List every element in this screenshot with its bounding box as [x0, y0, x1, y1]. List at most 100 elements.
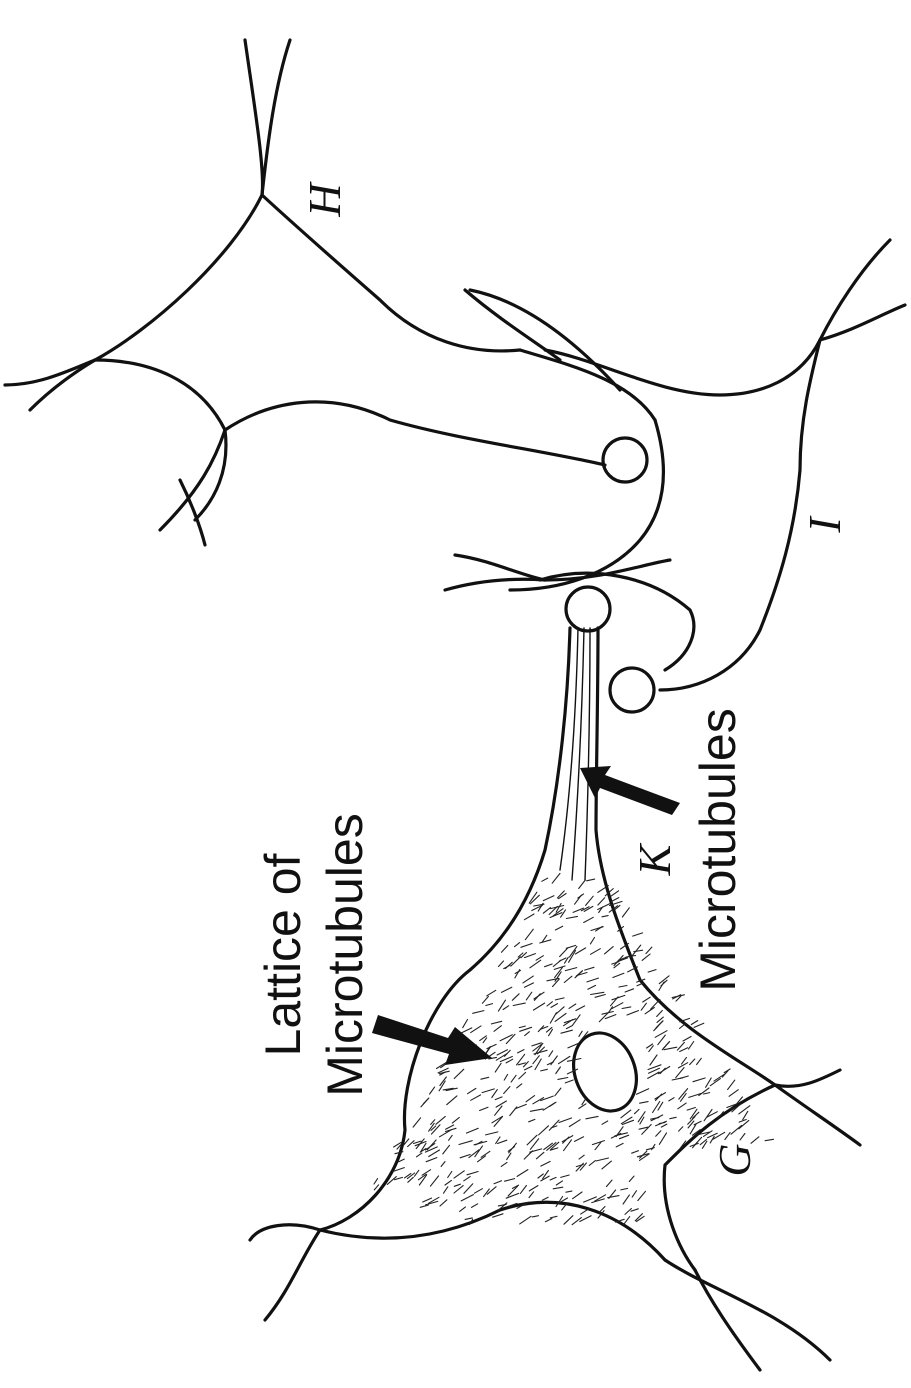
lattice-dash: [454, 1184, 460, 1186]
lattice-dash: [690, 1059, 695, 1065]
lattice-dash: [526, 1096, 535, 1102]
lattice-dash: [751, 1137, 759, 1144]
lattice-dash: [664, 1047, 677, 1050]
lattice-dash: [504, 1087, 510, 1094]
lattice-dash: [550, 1177, 556, 1180]
lattice-dash: [646, 947, 652, 954]
lattice-dash: [423, 1099, 428, 1104]
lattice-dash: [579, 1031, 582, 1036]
label-k: K: [629, 842, 680, 876]
lattice-dash: [728, 1080, 735, 1090]
lattice-dash: [417, 1153, 422, 1157]
lattice-dash: [464, 1184, 473, 1194]
lattice-dash: [540, 940, 551, 943]
lattice-dash: [466, 1128, 478, 1133]
lattice-dash: [556, 1067, 561, 1074]
lattice-dash: [739, 1106, 750, 1114]
label-lattice-line1: Lattice of: [255, 853, 311, 1056]
lattice-dash: [520, 1186, 526, 1194]
lattice-dash: [430, 1087, 435, 1094]
lattice-dash: [555, 998, 564, 1000]
lattice-dash: [508, 1147, 514, 1152]
lattice-dash: [486, 1004, 493, 1006]
lattice-dash: [648, 970, 656, 973]
lattice-dash: [533, 1003, 544, 1010]
lattice-dash: [555, 926, 562, 930]
lattice-dash: [682, 1057, 687, 1064]
lattice-dash: [543, 896, 554, 901]
lattice-dash: [471, 1026, 481, 1033]
lattice-dash: [556, 1181, 562, 1185]
lattice-dash: [625, 989, 634, 992]
lattice-dash: [669, 1098, 674, 1101]
lattice-dash: [683, 1037, 691, 1042]
lattice-dash: [426, 1158, 437, 1162]
lattice-dash: [606, 1180, 612, 1187]
lattice-dash: [564, 976, 572, 982]
lattice-dash: [563, 1137, 569, 1143]
lattice-dash: [551, 1004, 558, 1008]
lattice-dash: [545, 964, 553, 967]
lattice-dash: [566, 1191, 572, 1192]
lattice-dash: [595, 995, 605, 998]
label-microtubules: Microtubules: [690, 708, 746, 991]
lattice-dash: [629, 1176, 634, 1181]
lattice-dash: [507, 1153, 511, 1160]
lattice-dash: [532, 1216, 538, 1217]
lattice-dash: [533, 1098, 544, 1104]
lattice-dash: [657, 1011, 663, 1017]
lattice-dash: [565, 968, 576, 971]
lattice-dash: [565, 1080, 573, 1083]
lattice-dash: [472, 1204, 478, 1208]
lattice-dash: [664, 1042, 670, 1048]
lattice-dash: [561, 910, 566, 917]
lattice-dash: [612, 1003, 623, 1009]
lattice-dash: [446, 1125, 454, 1129]
lattice-dash: [440, 1130, 452, 1137]
lattice-dash: [492, 1116, 503, 1123]
lattice-dash: [621, 1188, 628, 1190]
lattice-dash: [448, 1172, 452, 1178]
lattice-dash: [541, 1161, 550, 1166]
lattice-dash: [632, 1151, 639, 1154]
lattice-dash: [523, 1062, 528, 1067]
lattice-dash: [659, 1133, 666, 1144]
lattice-dash: [693, 1078, 705, 1082]
lattice-dash: [569, 1004, 576, 1008]
lattice-dash: [504, 1074, 507, 1080]
lattice-dash: [559, 1118, 572, 1123]
lattice-dash: [569, 1120, 580, 1127]
lattice-dash: [536, 956, 543, 961]
lattice-dash: [605, 947, 614, 954]
lattice-dash: [676, 1068, 684, 1078]
lattice-dash: [415, 1170, 419, 1176]
lattice-dash: [521, 944, 532, 948]
lattice-dash: [550, 1216, 557, 1218]
lattice-dash: [693, 1112, 699, 1118]
lattice-dash: [598, 898, 605, 905]
lattice-dash: [743, 1111, 748, 1119]
lattice-dash: [482, 996, 488, 1003]
lattice-dash: [519, 1072, 526, 1079]
lattice-dash: [556, 1007, 564, 1014]
lattice-dash: [694, 1023, 704, 1027]
lattice-dash: [474, 1189, 482, 1194]
lattice-dash: [549, 1120, 559, 1130]
lattice-dash: [650, 1055, 657, 1065]
lattice-dash: [713, 1132, 724, 1139]
lattice-dash: [482, 1089, 494, 1093]
lattice-dash: [602, 1121, 608, 1124]
lattice-dash: [533, 1056, 539, 1064]
lattice-dash: [637, 1089, 649, 1095]
lattice-dash: [513, 1003, 525, 1005]
lattice-dash: [680, 1048, 688, 1052]
lattice-dash: [498, 1140, 507, 1143]
lattice-dash: [687, 1108, 695, 1111]
lattice-dash: [468, 1088, 476, 1093]
lattice-dash: [498, 1204, 506, 1206]
lattice-dash: [690, 1124, 696, 1134]
lattice-dash: [609, 891, 618, 898]
lattice-dash: [591, 992, 604, 994]
lattice-dash: [561, 1175, 570, 1177]
lattice-dash: [575, 1137, 584, 1142]
